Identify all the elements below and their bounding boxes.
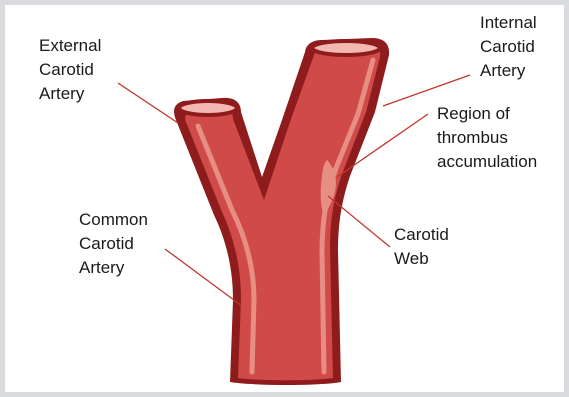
- label-line: accumulation: [437, 152, 537, 171]
- label-line: External: [39, 36, 101, 55]
- label-line: Region of: [437, 104, 510, 123]
- label-internal-carotid: Internal Carotid Artery: [480, 13, 541, 80]
- label-line: Common: [79, 210, 148, 229]
- label-line: Carotid: [79, 234, 134, 253]
- label-line: thrombus: [437, 128, 508, 147]
- label-external-carotid: External Carotid Artery: [39, 36, 106, 103]
- label-line: Artery: [39, 84, 85, 103]
- label-line: Carotid: [39, 60, 94, 79]
- carotid-vessel: [174, 38, 389, 385]
- label-line: Internal: [480, 13, 537, 32]
- label-line: Web: [394, 249, 429, 268]
- label-carotid-web: Carotid Web: [394, 225, 454, 268]
- label-line: Artery: [79, 258, 125, 277]
- label-common-carotid: Common Carotid Artery: [79, 210, 153, 277]
- label-line: Carotid: [480, 37, 535, 56]
- external-carotid-leader: [118, 83, 178, 123]
- internal-carotid-lumen: [312, 41, 380, 55]
- label-thrombus-region: Region of thrombus accumulation: [437, 104, 537, 171]
- internal-carotid-leader: [383, 75, 470, 106]
- label-line: Artery: [480, 61, 526, 80]
- external-carotid-lumen: [179, 101, 237, 115]
- label-line: Carotid: [394, 225, 449, 244]
